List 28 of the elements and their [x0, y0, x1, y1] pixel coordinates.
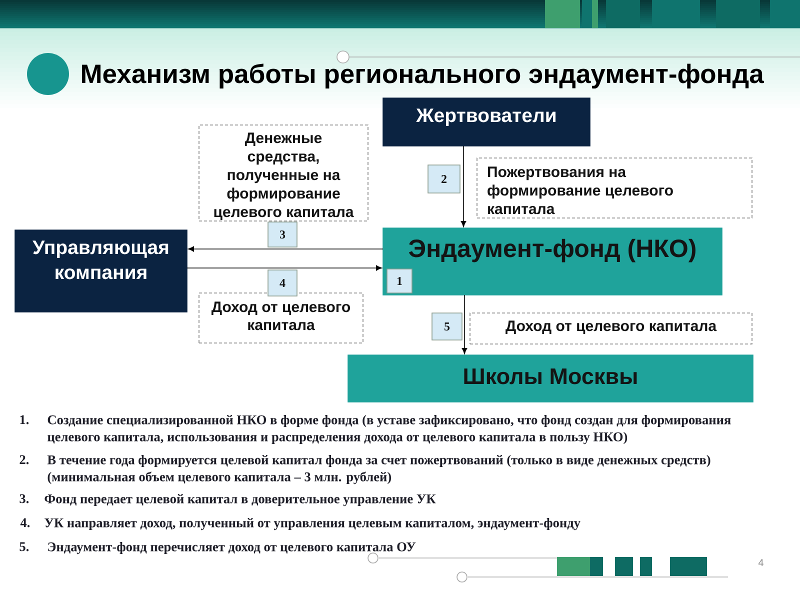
arrow [462, 294, 468, 354]
list-item: Эндаумент-фонд перечисляет доход от целевого капитала ОУ [48, 542, 416, 554]
step-number-box: 3 [268, 222, 298, 248]
arrow [186, 265, 382, 271]
process-box: Жертвователи [382, 98, 590, 146]
list-item: Создание специализированной НКО в форме фонда (в уставе зафиксировано, что фонд создан для формирования целевого капитала, использования и распределения дохода от целевого капитала в пользу НКО) [48, 414, 731, 444]
list-item: Фонд передает целевой капитал в доверительное управление УК [44, 494, 436, 506]
list-item: В течение года формируется целевой капитал фонда за счет пожертвований (только в виде денежных средств) (минимальная объем целевого капитала – 3 млн. рублей) [47, 454, 710, 484]
list-number: 5. [20, 542, 29, 552]
arrow [188, 246, 384, 252]
note-box: Доход от целевого капитала [198, 292, 364, 344]
step-number-box: 4 [268, 270, 298, 296]
note-box: Пожертвования на формирование целевого капитала [476, 158, 752, 218]
list-item: УК направляет доход, полученный от управления целевым капиталом, эндаумент-фонду [44, 518, 580, 530]
note-box: Доход от целевого капитала [470, 312, 752, 344]
title: Механизм работы регионального эндаумент-фонда [82, 64, 764, 88]
note-box: Денежные средства, полученные на формирование целевого капитала [198, 124, 368, 222]
list-number: 4. [20, 518, 30, 528]
step-number-box: 1 [386, 268, 412, 294]
process-box: Управляющая компания [14, 230, 188, 312]
list-number: 2. [20, 455, 29, 464]
arrow [460, 146, 466, 227]
step-number-box: 5 [432, 312, 462, 340]
process-box: Школы Москвы [348, 354, 754, 402]
step-number-box: 2 [428, 164, 460, 194]
list-number: 1. [20, 415, 29, 424]
page-number: 4 [758, 559, 764, 566]
list-number: 3. [20, 494, 29, 504]
